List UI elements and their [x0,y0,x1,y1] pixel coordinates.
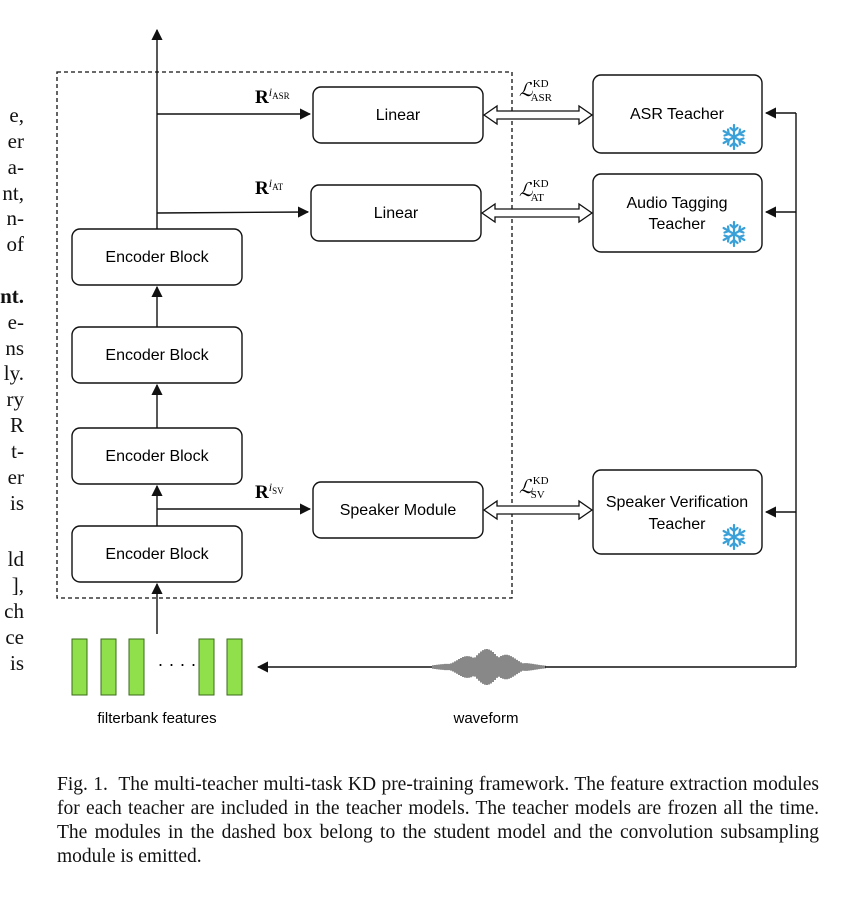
framework-diagram: Encoder Block Encoder Block Encoder Bloc… [56,28,797,727]
svg-text:Teacher: Teacher [649,516,707,533]
left-column-line: ld [7,547,24,571]
left-column-line: ce [5,625,24,649]
caption-label: Fig. 1. [57,774,108,795]
linear-asr-box: Linear [312,86,484,144]
left-column-line: ry [6,387,25,411]
encoder-block-1: Encoder Block [71,228,243,286]
left-column-line: er [7,129,24,153]
encoder-block-2: Encoder Block [71,326,243,384]
svg-text:Linear: Linear [376,107,421,124]
kd-arrow-sv [482,499,594,521]
left-column-line: t- [11,439,24,463]
left-column-line: nt, [2,181,24,205]
left-column-line: ns [5,336,24,360]
svg-text:Teacher: Teacher [649,216,707,233]
svg-text:Encoder Block: Encoder Block [105,347,209,364]
left-column-line: nt. [0,284,24,308]
kd-arrow-at [480,202,594,224]
svg-text:Encoder Block: Encoder Block [105,448,209,465]
filterbank-dots: · · · · [158,654,197,674]
caption-text: The multi-teacher multi-task KD pre-trai… [57,774,819,867]
svg-text:Encoder Block: Encoder Block [105,249,209,266]
speaker-verification-teacher-box: Speaker Verification Teacher [592,469,763,555]
left-column-line: is [9,651,24,675]
filterbank-bar [71,638,88,696]
filterbank-bar [226,638,243,696]
figure-caption: Fig. 1. The multi-teacher multi-task KD … [57,773,819,869]
svg-text:Audio Tagging: Audio Tagging [626,195,727,212]
linear-at-box: Linear [310,184,482,242]
left-column-line: of [6,232,25,256]
svg-text:ASR Teacher: ASR Teacher [630,106,725,123]
left-column-line: a- [7,155,24,179]
left-column-line: R [9,413,24,437]
waveform-label: waveform [452,710,518,727]
left-column-line: e- [7,310,24,334]
rep-label-sv: RiSV [255,480,284,503]
rep-label-at: RiAT [255,176,284,199]
asr-teacher-box: ASR Teacher [592,74,763,154]
svg-text:Encoder Block: Encoder Block [105,546,209,563]
filterbank-bars [71,638,243,696]
left-column-line: er [7,465,24,489]
svg-text:Linear: Linear [374,205,419,222]
filterbank-label: filterbank features [97,710,216,727]
left-column-line: ly. [3,361,24,385]
encoder-block-3: Encoder Block [71,427,243,485]
branch-at [156,206,310,218]
rep-label-asr: RiASR [255,85,290,108]
svg-text:Speaker Module: Speaker Module [340,502,457,519]
svg-text:Speaker Verification: Speaker Verification [606,494,748,511]
encoder-block-4: Encoder Block [71,525,243,583]
left-column-line: n- [6,206,25,230]
filterbank-bar [100,638,117,696]
left-column-line: ], [11,573,24,597]
left-column-line: is [9,491,24,515]
student-dashed-box [56,71,513,599]
left-column-line: ch [4,599,24,623]
waveform-icon [432,649,546,685]
filterbank-bar [198,638,215,696]
kd-arrow-asr [482,104,594,126]
speaker-module-box: Speaker Module [312,481,484,539]
left-column-line: e, [9,103,24,127]
audio-tagging-teacher-box: Audio Tagging Teacher [592,173,763,253]
filterbank-bar [128,638,145,696]
